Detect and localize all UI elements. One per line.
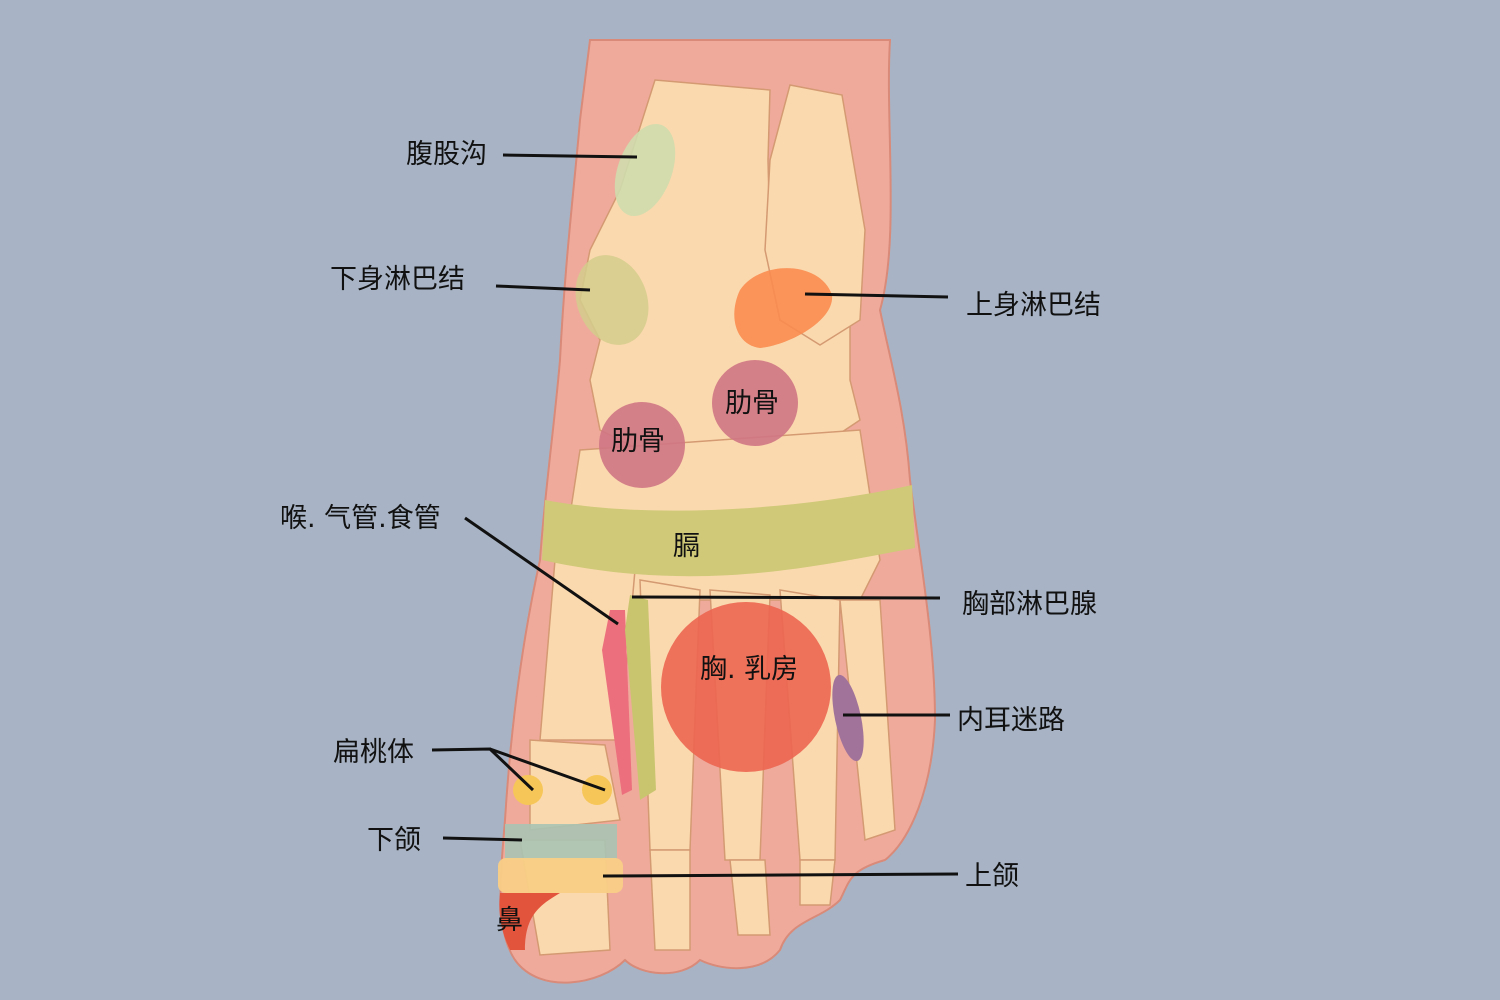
tonsil-left bbox=[513, 775, 543, 805]
label-chest-lymph: 胸部淋巴腺 bbox=[962, 589, 1097, 620]
upper-lymph-zone bbox=[734, 268, 833, 348]
label-throat: 喉. 气管.食管 bbox=[280, 503, 441, 534]
leader-lines bbox=[431, 153, 959, 878]
label-nose: 鼻 bbox=[496, 905, 523, 936]
label-chest-breast: 胸. 乳房 bbox=[700, 654, 798, 685]
label-lower-lymph: 下身淋巴结 bbox=[330, 264, 465, 295]
inner-ear-zone bbox=[832, 674, 864, 762]
diaphragm-zone bbox=[542, 485, 915, 577]
label-inner-ear: 内耳迷路 bbox=[957, 705, 1065, 736]
rib-zone-right bbox=[712, 360, 798, 446]
label-diaphragm: 膈 bbox=[673, 531, 700, 562]
label-upper-jaw: 上颌 bbox=[965, 861, 1019, 892]
upper-jaw-zone bbox=[498, 858, 623, 893]
lower-lymph-zone bbox=[575, 255, 649, 345]
label-rib-left: 肋骨 bbox=[611, 426, 665, 457]
tonsil-right bbox=[582, 775, 612, 805]
label-upper-lymph: 上身淋巴结 bbox=[966, 290, 1101, 321]
groin-zone bbox=[614, 123, 676, 217]
chest-lymph-zone bbox=[625, 595, 656, 800]
label-rib-right: 肋骨 bbox=[725, 388, 779, 419]
label-tonsils: 扁桃体 bbox=[333, 737, 414, 768]
rib-zone-left bbox=[599, 402, 685, 488]
throat-zone bbox=[602, 610, 632, 795]
chest-breast-zone bbox=[661, 602, 831, 772]
nose-zone bbox=[499, 893, 560, 950]
label-groin: 腹股沟 bbox=[406, 139, 487, 170]
lower-jaw-zone bbox=[505, 824, 617, 860]
label-lower-jaw: 下颌 bbox=[367, 825, 421, 856]
